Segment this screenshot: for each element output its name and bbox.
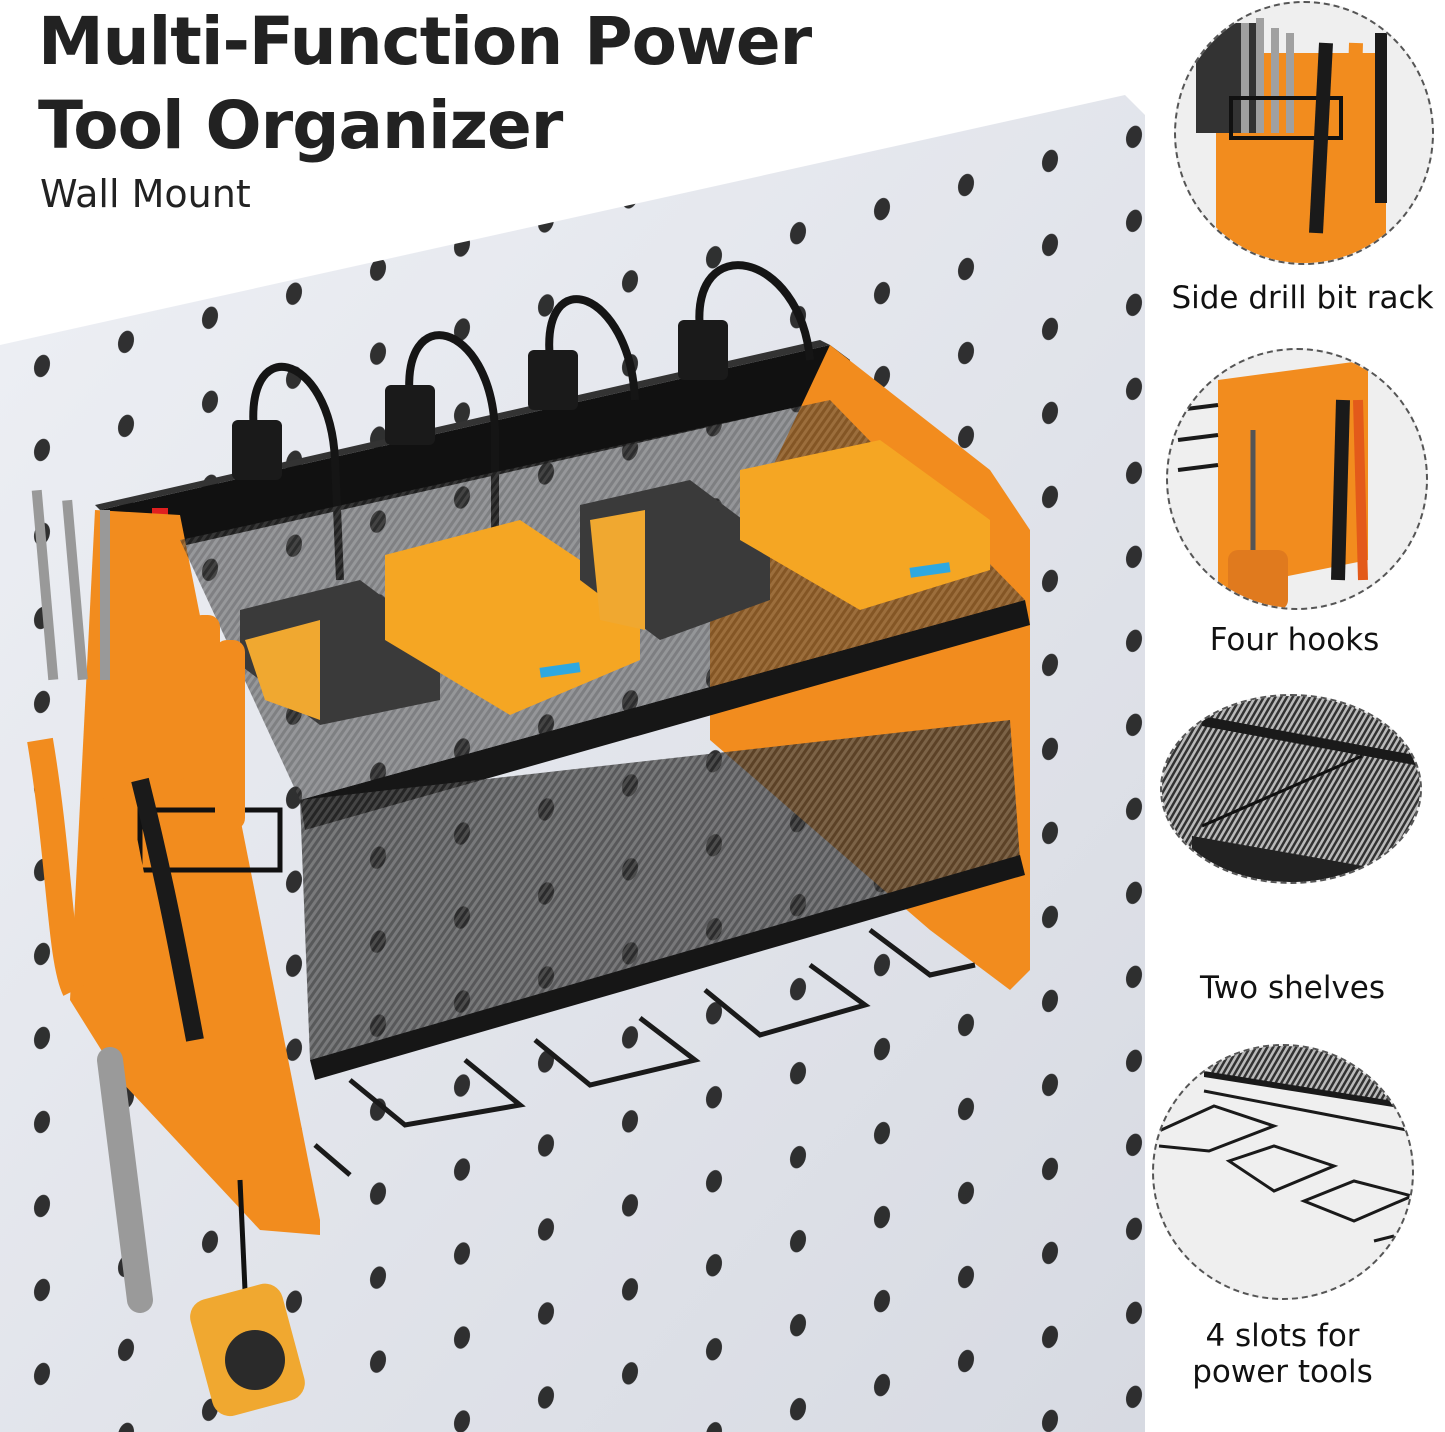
feature-image-drill-bit-rack	[1174, 1, 1434, 265]
headline-line-2: Tool Organizer	[38, 87, 563, 164]
product-illustration	[0, 95, 1145, 1432]
feature-caption-two-shelves: Two shelves	[1199, 970, 1386, 1006]
side-tool-rack	[27, 489, 283, 1043]
headline-line-1: Multi-Function Power	[38, 3, 812, 80]
feature-caption-tool-slots-line-2: power tools	[1192, 1354, 1373, 1390]
feature-image-two-shelves	[1160, 694, 1422, 884]
feature-caption-hooks: Four hooks	[1209, 622, 1380, 658]
feature-image-hooks	[1166, 348, 1428, 610]
feature-image-tool-slots	[1152, 1044, 1414, 1300]
feature-caption-drill-bit-rack: Side drill bit rack	[1171, 280, 1434, 316]
lower-shelf	[300, 720, 1020, 1060]
feature-caption-tool-slots: 4 slots for power tools	[1140, 1318, 1425, 1390]
battery-chargers	[240, 440, 990, 725]
feature-caption-tool-slots-line-1: 4 slots for	[1205, 1318, 1360, 1354]
hanging-tape-measure	[190, 1179, 305, 1417]
upper-shelf	[300, 600, 1030, 830]
subtitle: Wall Mount	[40, 172, 251, 216]
headline: Multi-Function Power Tool Organizer	[38, 0, 812, 168]
hanging-wrench	[97, 1047, 153, 1313]
tool-slots	[313, 928, 976, 1177]
